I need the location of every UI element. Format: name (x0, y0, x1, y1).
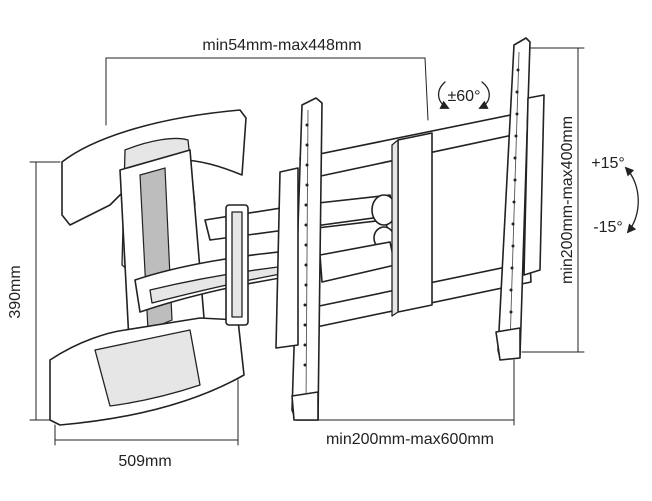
right-upright-foot (495, 327, 521, 361)
swivel-arrow-right (478, 81, 490, 109)
top-width-label: min54mm-max448mm (202, 37, 361, 54)
right-height-label: min200mm-max400mm (559, 116, 576, 284)
tilt-indicator (624, 166, 639, 234)
swivel-arrow-left (437, 81, 450, 109)
left-upright-foot (291, 391, 319, 421)
arm-joint-left-inner (231, 211, 243, 318)
left-upright-holes (303, 123, 309, 367)
tilt-arrow (624, 166, 639, 234)
swivel-label: ±60° (448, 88, 481, 105)
right-upright-hook (523, 94, 545, 276)
wall-plate-lower-inner (94, 329, 201, 407)
tv-frame (275, 37, 545, 421)
right-upright-holes (509, 68, 520, 314)
tilt-up-label: +15° (591, 155, 625, 172)
top-width-ext-right (424, 57, 429, 121)
left-upright-hook (275, 167, 299, 349)
swivel-indicator (437, 81, 490, 109)
tilt-down-label: -15° (593, 219, 623, 236)
center-bracket (397, 132, 433, 313)
center-bracket-side (391, 139, 399, 317)
bottom-right-width-label: min200mm-max600mm (326, 431, 494, 448)
bottom-left-width-label: 509mm (118, 453, 171, 470)
dimension-lines (29, 47, 585, 446)
left-height-label: 390mm (7, 265, 24, 318)
